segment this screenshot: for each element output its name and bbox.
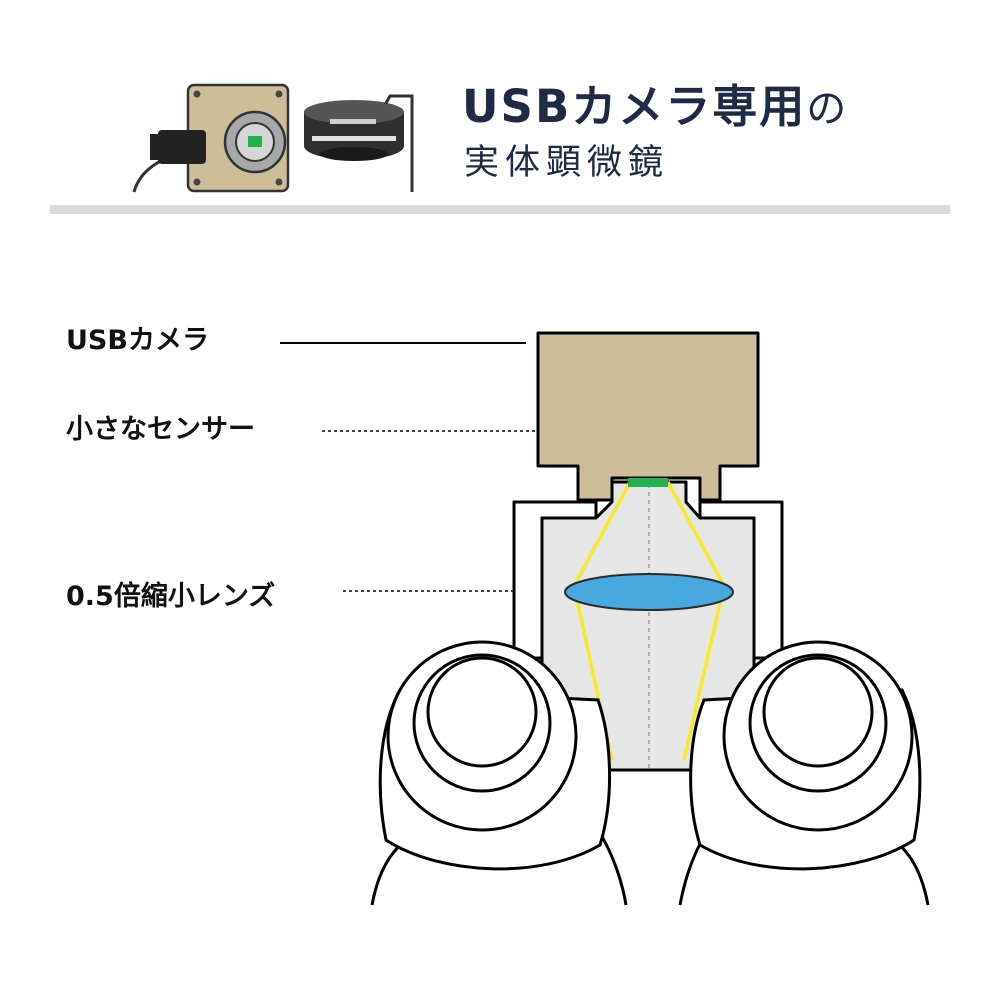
page-title: USBカメラ専用の [462,84,848,129]
label-usb-camera: USBカメラ [66,325,209,356]
page-subtitle: 実体顕微鏡 [464,143,670,183]
usb-camera-body [536,331,760,502]
right-eyepiece [678,640,930,906]
optical-tube [540,480,756,772]
title-particle: の [806,86,849,132]
usb-camera-icon [150,83,290,193]
left-eyepiece [370,640,628,906]
image-sensor [628,478,668,487]
label-sensor: 小さなセンサー [66,414,255,445]
label-lens: 0.5倍縮小レンズ [66,581,276,612]
title-main-text: USBカメラ専用 [462,80,807,133]
reduction-lens [564,573,734,611]
header-divider [50,205,950,214]
